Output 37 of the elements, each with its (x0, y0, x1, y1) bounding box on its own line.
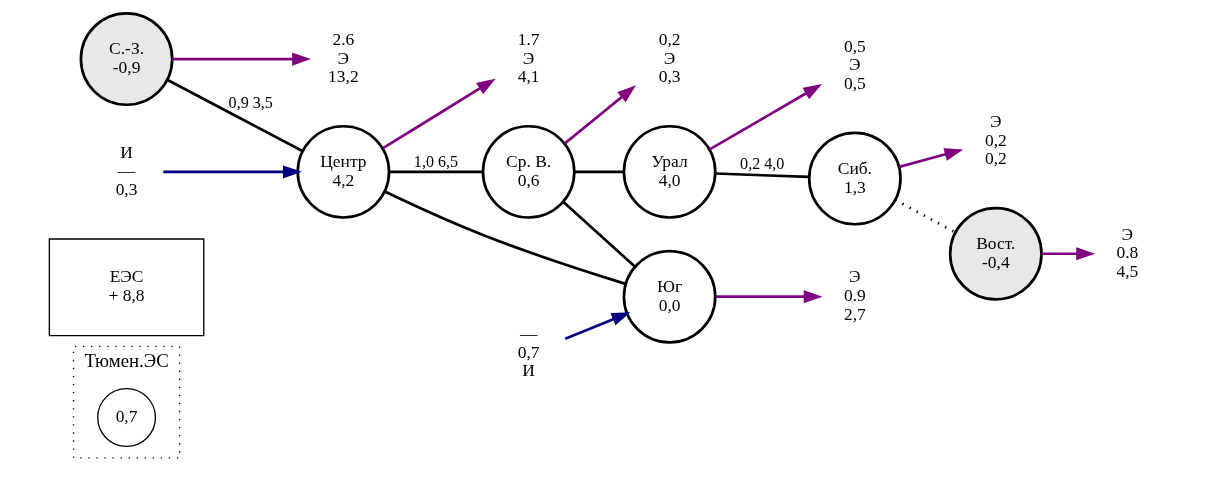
node-circle: С.-З. -0,9 (79, 12, 174, 107)
edge-label: 0,2 4,0 (739, 154, 784, 172)
connector (166, 78, 303, 153)
arrow (162, 165, 302, 179)
arrow (171, 52, 311, 66)
node-text: 0,2 Э 0,3 (658, 28, 680, 87)
connector (574, 170, 624, 174)
node-circle: Центр 4,2 (295, 124, 390, 219)
node-text: 1.7 Э 4,1 (517, 28, 540, 87)
node-text: Э 0,2 0,2 (984, 110, 1007, 169)
edge-label: 0,9 3,5 (228, 94, 273, 112)
arrow (1041, 247, 1095, 261)
connector (383, 190, 626, 286)
connector (388, 170, 482, 174)
arrow (898, 148, 963, 169)
node-circle: Вост. -0,4 (948, 206, 1043, 301)
arrow (564, 312, 630, 340)
arrow (715, 290, 822, 304)
node-circle: Сиб. 1,3 (807, 131, 902, 226)
arrow (708, 84, 822, 151)
node-circle: 0,7 (96, 388, 156, 448)
node-box: ЕЭС + 8,8 (48, 238, 204, 337)
arrow (381, 78, 496, 150)
node-text: 2.6 Э 13,2 (327, 28, 359, 87)
node-circle: Урал 4,0 (622, 124, 717, 219)
node-text: 0,5 Э 0,5 (843, 35, 866, 94)
node-text: Э 0.8 4,5 (1115, 223, 1138, 282)
connector (894, 198, 956, 234)
edge-label: 1,0 6,5 (413, 153, 458, 171)
connector (562, 201, 636, 268)
connector (715, 172, 809, 179)
node-circle: Юг 0,0 (622, 249, 717, 344)
node-circle: Ср. В. 0,6 (481, 124, 576, 219)
node-text: И — 0,3 (115, 141, 137, 200)
node-text: Э 0.9 2,7 (843, 266, 866, 325)
node-text: — 0,7 И (517, 322, 540, 381)
arrow (563, 85, 636, 145)
